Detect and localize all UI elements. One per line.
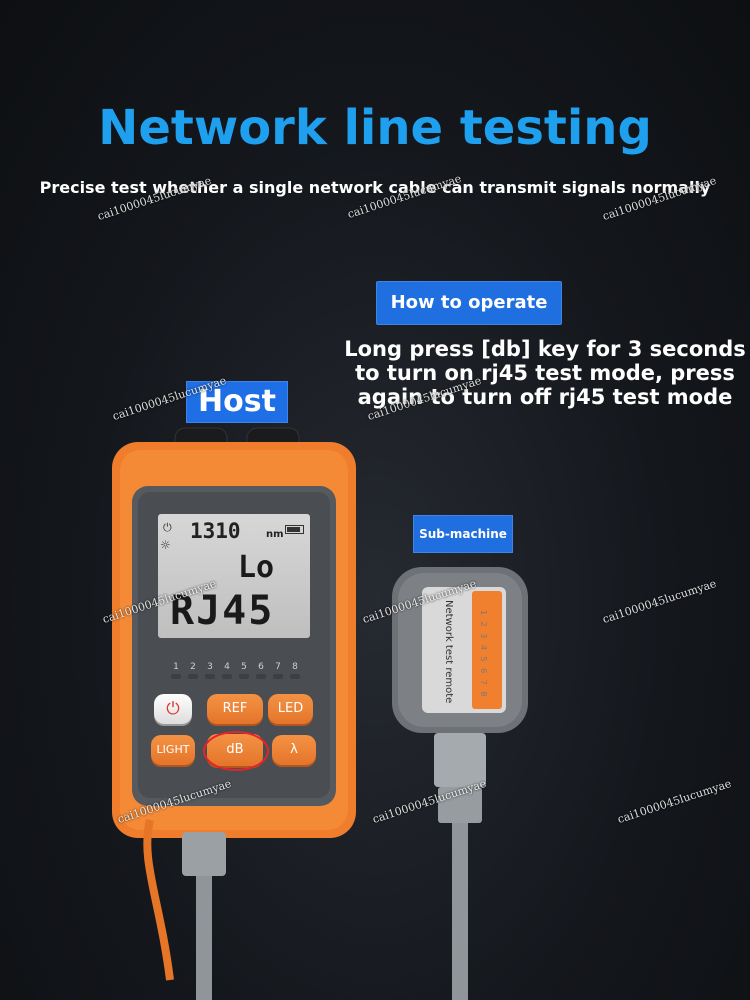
led-indicator [188,674,198,679]
led-indicator [239,674,249,679]
led-indicator [222,674,232,679]
power-status-icon: ⏻ [163,521,172,534]
ref-button[interactable]: REF [207,694,263,724]
sub-machine-device-text: Network test remote [443,600,454,704]
light-button[interactable]: LIGHT [151,735,195,765]
operation-instructions: Long press [db] key for 3 seconds to tur… [344,337,746,409]
led-number: 3 [207,662,213,672]
backlight-icon: ☼ [160,538,171,552]
power-button[interactable]: ⏻ [154,694,192,724]
led-number: 6 [258,662,264,672]
lcd-status: Lo [238,550,275,585]
led-number: 7 [275,662,281,672]
sub-machine-badge: Sub-machine [413,515,513,553]
host-badge: Host [186,381,288,423]
led-indicator [256,674,266,679]
led-number: 5 [241,662,247,672]
how-to-operate-badge: How to operate [376,281,562,325]
lambda-button[interactable]: λ [272,735,316,765]
page-subtitle: Precise test whether a single network ca… [39,178,711,197]
led-indicator [290,674,300,679]
lcd-display [158,514,310,638]
led-number: 2 [190,662,196,672]
led-indicator [171,674,181,679]
led-number: 1 [173,662,179,672]
db-highlight-circle [203,731,269,771]
watermark: cai1000045lucumyae [615,776,733,827]
led-indicator [273,674,283,679]
lcd-mode: RJ45 [170,588,275,634]
led-number: 4 [224,662,230,672]
led-indicator [205,674,215,679]
battery-icon [285,525,304,534]
sub-machine-illustration [392,567,528,1000]
watermark: cai1000045lucumyae [600,576,718,627]
lcd-wavelength: 1310 [190,519,241,543]
led-button[interactable]: LED [268,694,313,724]
lcd-unit: nm [266,529,284,540]
led-number: 8 [292,662,298,672]
sub-machine-pin-numbers: 1 2 3 4 5 6 7 8 [479,610,488,699]
page-title: Network line testing [98,100,652,156]
